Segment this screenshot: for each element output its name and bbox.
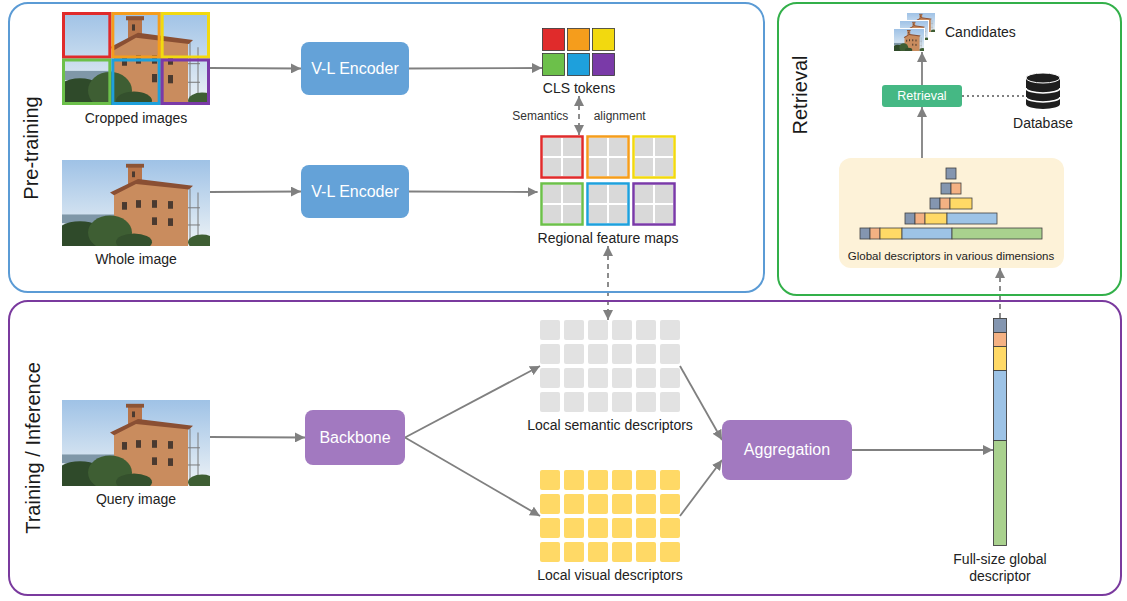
crop-figure: [62, 12, 210, 105]
arrow-connector: [210, 67, 301, 69]
semantic-descriptors: Local semantic descriptors: [540, 320, 680, 412]
photo-figure: [62, 160, 210, 246]
arrow-connector: [405, 438, 540, 517]
descriptor-pyramid: Global descriptors in various dimensions: [839, 158, 1064, 268]
database-icon: Database: [1025, 72, 1061, 110]
caption: Whole image: [95, 251, 177, 267]
backbone-box: Backbone: [305, 410, 405, 465]
encoder-box: V-L Encoder: [301, 165, 409, 218]
encoder-box: V-L Encoder: [301, 42, 409, 95]
arrow-connector: [680, 460, 722, 516]
pretraining-panel: Pre-training Cropped imagesWhole image V-L…: [8, 2, 765, 293]
arrow-connector: [607, 246, 609, 320]
caption: Query image: [96, 491, 176, 507]
pyramid-figure: [851, 164, 1051, 244]
caption: CLS tokens: [543, 80, 615, 96]
box-label: V-L Encoder: [311, 60, 398, 78]
edge-label: Semantics alignment: [512, 109, 645, 123]
arrow-connector: [962, 95, 1025, 97]
global-descriptor-bar: Full-size global descriptor: [993, 318, 1007, 546]
cropped-images: Cropped images: [62, 12, 210, 105]
retrieval-panel: RetrievalCandidatesRetrievalDatabaseGlob…: [777, 2, 1122, 296]
whole-image: Whole image: [62, 160, 210, 246]
caption: Regional feature maps: [538, 230, 679, 246]
db-figure: [1025, 72, 1061, 110]
arrow-connector: [409, 67, 542, 69]
candidates-images: Candidates: [893, 12, 937, 52]
caption: Local visual descriptors: [537, 567, 683, 583]
retrieval-box: Retrieval: [882, 85, 962, 107]
cand-figure: [893, 12, 937, 52]
panel-title: Pre-training: [20, 96, 43, 199]
box-label: Backbone: [319, 429, 390, 447]
caption: Full-size global descriptor: [941, 551, 1059, 585]
query-image: Query image: [62, 400, 210, 486]
cls-tokens: CLS tokens: [542, 28, 616, 96]
box-label: V-L Encoder: [311, 183, 398, 201]
photo-figure: [62, 400, 210, 486]
arrow-connector: [921, 52, 923, 85]
arrow-connector: [405, 366, 540, 438]
bar-figure: [993, 318, 1007, 546]
visual-descriptors: Local visual descriptors: [540, 470, 680, 562]
arrow-connector: [210, 191, 301, 193]
caption: Candidates: [945, 24, 1016, 40]
vis-figure: [540, 470, 680, 562]
caption: Cropped images: [85, 110, 188, 126]
caption: Database: [1013, 115, 1073, 131]
arrow-connector: [921, 107, 923, 158]
panel-title: Training / Inference: [22, 362, 45, 534]
arrow-connector: [999, 268, 1001, 318]
group-caption: Global descriptors in various dimensions: [848, 250, 1054, 262]
arrow-connector: [852, 449, 993, 451]
caption: Local semantic descriptors: [527, 417, 693, 433]
cls-figure: [542, 28, 616, 76]
sem-figure: [540, 320, 680, 412]
arrow-connector: [409, 191, 538, 193]
aggregation-box: Aggregation: [722, 420, 852, 480]
box-label: Aggregation: [744, 441, 830, 459]
regional-feature-maps: Regional feature maps: [538, 135, 679, 246]
arrow-connector: [210, 436, 305, 438]
panel-title: Retrieval: [789, 56, 812, 135]
regional-figure: [540, 135, 676, 226]
box-label: Retrieval: [897, 89, 946, 103]
training-panel: Training / InferenceQuery imageBackboneL…: [8, 300, 1122, 596]
